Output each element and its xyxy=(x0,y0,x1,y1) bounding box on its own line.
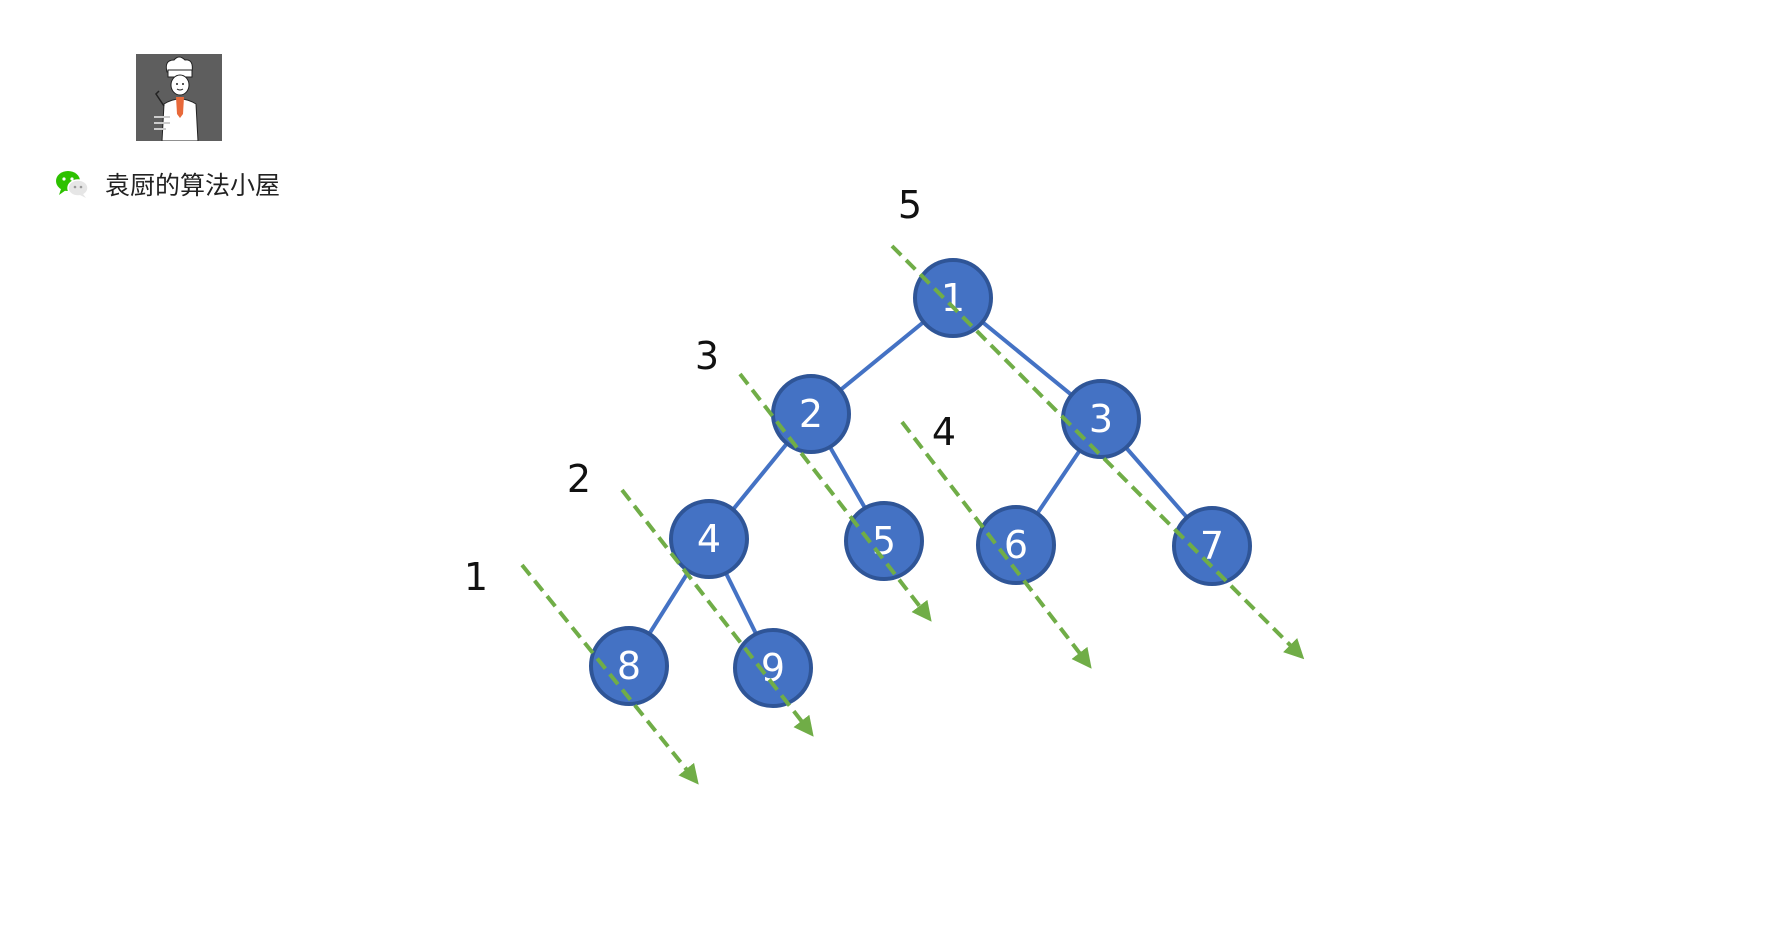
diagonal-arrow-2 xyxy=(738,372,932,622)
diagonal-label-3: 4 xyxy=(932,410,956,454)
chef-avatar xyxy=(136,54,222,141)
tree-node-circle xyxy=(733,628,813,708)
tree-node-3: 3 xyxy=(1061,379,1141,459)
diagonal-arrow-5 xyxy=(520,563,699,785)
tree-node-9: 9 xyxy=(733,628,813,708)
tree-node-label: 7 xyxy=(1200,524,1224,568)
tree-node-5: 5 xyxy=(844,501,924,581)
diagonal-arrow-4 xyxy=(620,488,814,737)
tree-node-7: 7 xyxy=(1172,506,1252,586)
tree-node-circle xyxy=(669,499,749,579)
brand: 袁厨的算法小屋 xyxy=(55,166,280,202)
tree-node-label: 2 xyxy=(799,392,823,436)
diagonal-label-1: 5 xyxy=(898,183,922,227)
diagonal-arrow-1 xyxy=(890,244,1305,660)
tree-node-label: 3 xyxy=(1089,397,1113,441)
tree-node-2: 2 xyxy=(771,374,851,454)
tree-node-label: 1 xyxy=(941,276,965,320)
tree-node-circle xyxy=(913,258,993,338)
tree-node-1: 1 xyxy=(913,258,993,338)
diagonal-arrow-3 xyxy=(900,420,1092,669)
brand-name: 袁厨的算法小屋 xyxy=(105,171,281,200)
tree-node-circle xyxy=(976,505,1056,585)
tree-node-circle xyxy=(844,501,924,581)
tree-node-6: 6 xyxy=(976,505,1056,585)
tree-node-label: 8 xyxy=(617,644,641,688)
tree-node-label: 5 xyxy=(872,519,896,563)
tree-node-circle xyxy=(1172,506,1252,586)
diagonal-label-5: 1 xyxy=(464,555,488,599)
tree-node-4: 4 xyxy=(669,499,749,579)
tree-node-8: 8 xyxy=(589,626,669,706)
tree-node-circle xyxy=(589,626,669,706)
diagonal-label-2: 3 xyxy=(695,334,719,378)
tree-node-label: 4 xyxy=(697,517,721,561)
diagonal-label-4: 2 xyxy=(567,457,591,501)
tree-node-label: 6 xyxy=(1004,523,1028,567)
wechat-icon xyxy=(56,171,89,198)
